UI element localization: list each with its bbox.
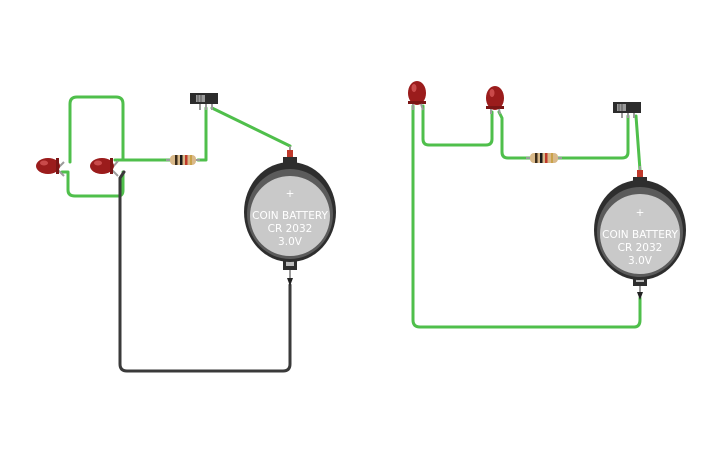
right-circuit: + COIN BATTERY CR 2032 3.0V [408,81,686,329]
left-wire-resistor-to-switch[interactable] [196,106,208,162]
right-resistor[interactable] [526,153,562,163]
right-coin-battery[interactable]: + COIN BATTERY CR 2032 3.0V [594,166,686,300]
right-battery-label-3: 3.0V [628,255,653,267]
right-battery-label-1: COIN BATTERY [602,229,678,241]
left-wire-led-bottom[interactable] [60,170,125,198]
right-wire-resistor-to-switch[interactable] [556,114,630,160]
left-coin-battery[interactable]: + COIN BATTERY CR 2032 3.0V [244,146,336,286]
left-wire-switch-to-battery[interactable] [210,106,292,148]
right-wire-led1-to-led2[interactable] [421,104,494,147]
right-slide-switch[interactable] [613,102,641,118]
left-battery-label-1: COIN BATTERY [252,210,328,222]
left-circuit: + COIN BATTERY CR 2032 3.0V [36,93,336,373]
left-resistor[interactable] [166,155,200,165]
right-led-1[interactable] [408,81,426,111]
left-battery-label-3: 3.0V [278,236,303,248]
left-wire-ground[interactable] [118,170,292,373]
left-battery-plus: + [286,188,295,200]
left-led-1[interactable] [36,158,65,177]
right-battery-label-2: CR 2032 [618,242,663,254]
left-led-2[interactable] [90,158,119,177]
right-battery-plus: + [636,207,645,219]
right-wire-return[interactable] [411,104,642,329]
left-slide-switch[interactable] [190,93,218,110]
right-wire-led2-to-resistor[interactable] [497,110,532,160]
left-battery-label-2: CR 2032 [268,223,313,235]
right-wire-switch-to-battery[interactable] [634,114,642,172]
right-led-2[interactable] [486,86,504,115]
left-wire-led-loop[interactable] [68,95,125,164]
